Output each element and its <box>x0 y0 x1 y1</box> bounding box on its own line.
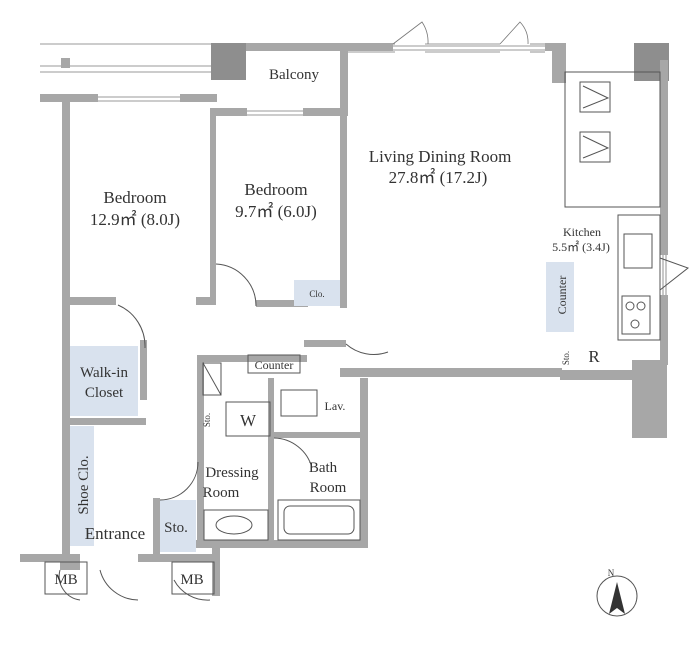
walls <box>20 43 668 596</box>
mb-box-right <box>171 561 215 595</box>
balcony-doors <box>392 21 529 45</box>
bedroom2-area-label: 9.7㎡ (6.0J) <box>235 202 317 221</box>
dressing-room-label-2: Room <box>203 485 240 501</box>
lavatory-label: Lav. <box>325 399 346 413</box>
balcony-railing <box>40 43 545 73</box>
ldr-area-label: 27.8㎡ (17.2J) <box>389 168 488 187</box>
refrigerator-label: R <box>588 347 600 366</box>
washer-label: W <box>240 411 257 430</box>
north-arrow-icon <box>609 582 625 614</box>
mb-left-label: MB <box>54 572 77 588</box>
compass: N <box>596 568 638 617</box>
bath-room-label-1: Bath <box>309 460 338 476</box>
balcony-label: Balcony <box>269 67 319 83</box>
bath-room-label-2: Room <box>310 480 347 496</box>
walkin-closet-label-2: Closet <box>85 385 124 401</box>
entrance-label: Entrance <box>85 524 145 543</box>
bedroom2-name-label: Bedroom <box>244 180 307 199</box>
compass-north-label: N <box>608 568 615 578</box>
walkin-closet-label-1: Walk-in <box>80 365 128 381</box>
storage-fills <box>70 262 574 552</box>
mb-box-left <box>44 561 88 595</box>
dressing-room-label-1: Dressing <box>205 465 259 481</box>
compass-circle-icon <box>596 575 638 617</box>
ldr-name-label: Living Dining Room <box>369 147 512 166</box>
kitchen-area-label: 5.5㎡ (3.4J) <box>552 240 610 254</box>
kitchen-storage-label: Sto. <box>561 351 571 365</box>
mb-right-label: MB <box>180 572 203 588</box>
hall-counter-label: Counter <box>255 358 294 372</box>
entrance-storage-label: Sto. <box>164 520 188 536</box>
bedroom1-area-label: 12.9㎡ (8.0J) <box>90 210 180 229</box>
bedroom1-name-label: Bedroom <box>103 188 166 207</box>
small-closet-label: Clo. <box>309 289 324 299</box>
wash-storage-label: Sto. <box>202 413 212 427</box>
kitchen-counter-label: Counter <box>555 276 569 315</box>
kitchen-name-label: Kitchen <box>563 225 601 239</box>
column-top-left <box>211 43 246 80</box>
windows <box>98 45 667 295</box>
shoe-closet-label: Shoe Clo. <box>76 455 92 514</box>
hall-fixtures <box>58 263 389 601</box>
kitchen-fixtures <box>564 71 690 341</box>
